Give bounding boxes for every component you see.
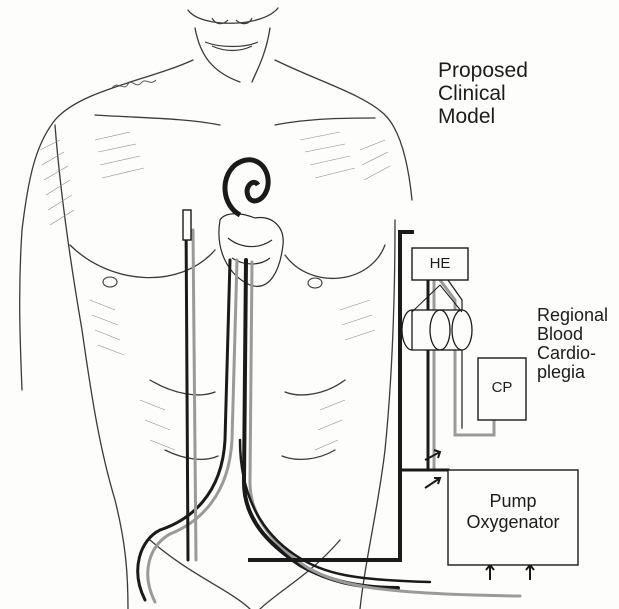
right-shoulder-outline: [275, 60, 412, 200]
heart-detail: [228, 238, 272, 264]
cardioplegia-label: Regional Blood Cardio- plegia: [537, 306, 608, 381]
left-shoulder-arm-outline: [20, 60, 193, 390]
title-line-2: Clinical: [438, 83, 528, 104]
heat-exchanger-label: HE: [412, 256, 468, 271]
arrow-up-right: [526, 565, 534, 580]
aortic-arch-catheter: [225, 160, 268, 215]
catheter-connector: [183, 210, 191, 240]
pump-oxygenator-line-2: Oxygenator: [448, 513, 578, 531]
left-vertical-catheter-dark: [186, 215, 188, 560]
right-pectoral-outline: [285, 245, 385, 278]
abdomen-line-right: [285, 380, 345, 395]
left-nipple: [103, 277, 117, 287]
right-collarbone: [275, 118, 375, 125]
left-collarbone: [95, 115, 220, 125]
torso-right-outline: [360, 220, 395, 609]
arterial-line-dark: [244, 260, 398, 588]
arrow-up-left: [486, 565, 494, 580]
cardioplegia-label-line-3: Cardio-: [537, 344, 608, 362]
right-nipple: [308, 278, 322, 288]
diagram-title: Proposed Clinical Model: [438, 60, 528, 127]
abdomen-line-left-2: [165, 450, 218, 459]
neck-right-outline: [252, 28, 270, 82]
cardioplegia-label-line-4: plegia: [537, 363, 608, 381]
pump-oxygenator-line-1: Pump: [448, 492, 578, 510]
mouth: [205, 42, 258, 51]
pump-oxygenator-label: Pump Oxygenator: [448, 492, 578, 531]
arrow-lower: [425, 478, 440, 488]
cardioplegia-pump-label: CP: [478, 380, 526, 395]
abdomen-line-left: [150, 380, 215, 395]
neck-left-outline: [195, 28, 240, 82]
title-line-1: Proposed: [438, 60, 528, 81]
title-line-3: Model: [438, 106, 528, 127]
cardioplegia-label-line-1: Regional: [537, 306, 608, 324]
torso-left-outline: [55, 125, 128, 609]
line-to-heat-exchanger: [250, 232, 412, 560]
cardioplegia-label-line-2: Blood: [537, 325, 608, 343]
roller-pump: [402, 310, 472, 350]
groin-left-outline: [150, 540, 250, 609]
venous-catheter-left-dark: [138, 260, 230, 600]
abdomen-line-right-2: [282, 450, 335, 459]
groin-right-outline: [260, 540, 340, 609]
chin-outline: [188, 8, 278, 23]
